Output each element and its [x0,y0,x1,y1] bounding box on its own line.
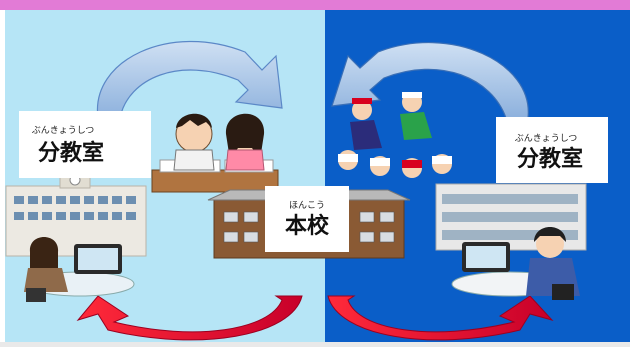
boy-with-tablet-icon [451,227,580,300]
running-students-icon [338,92,452,178]
main-school-ruby: ほんこう [288,201,325,211]
curved-arrow-top-right-icon [331,42,529,119]
students-at-desk-icon [151,113,279,193]
bottom-line [0,342,630,347]
curved-arrow-top-left-icon [96,40,283,119]
left-classroom-ruby: ぶんきょうしつ [31,126,95,136]
main-school-text: 本校 [284,214,329,239]
school-building-left-icon [5,171,147,257]
girl-with-tablet-icon [24,237,135,302]
right-classroom-ruby: ぶんきょうしつ [514,134,578,144]
curved-arrow-bottom-right-icon [327,295,554,341]
school-building-right-icon [435,183,587,251]
right-classroom-text: 分教室 [516,147,583,172]
main-school-label: ほんこう 本校 [265,186,349,252]
right-classroom-label: ぶんきょうしつ 分教室 [496,117,608,183]
curved-arrow-bottom-left-icon [76,295,303,341]
left-classroom-label: ぶんきょうしつ 分教室 [19,111,151,178]
top-bar [0,0,630,10]
left-classroom-text: 分教室 [37,141,104,166]
